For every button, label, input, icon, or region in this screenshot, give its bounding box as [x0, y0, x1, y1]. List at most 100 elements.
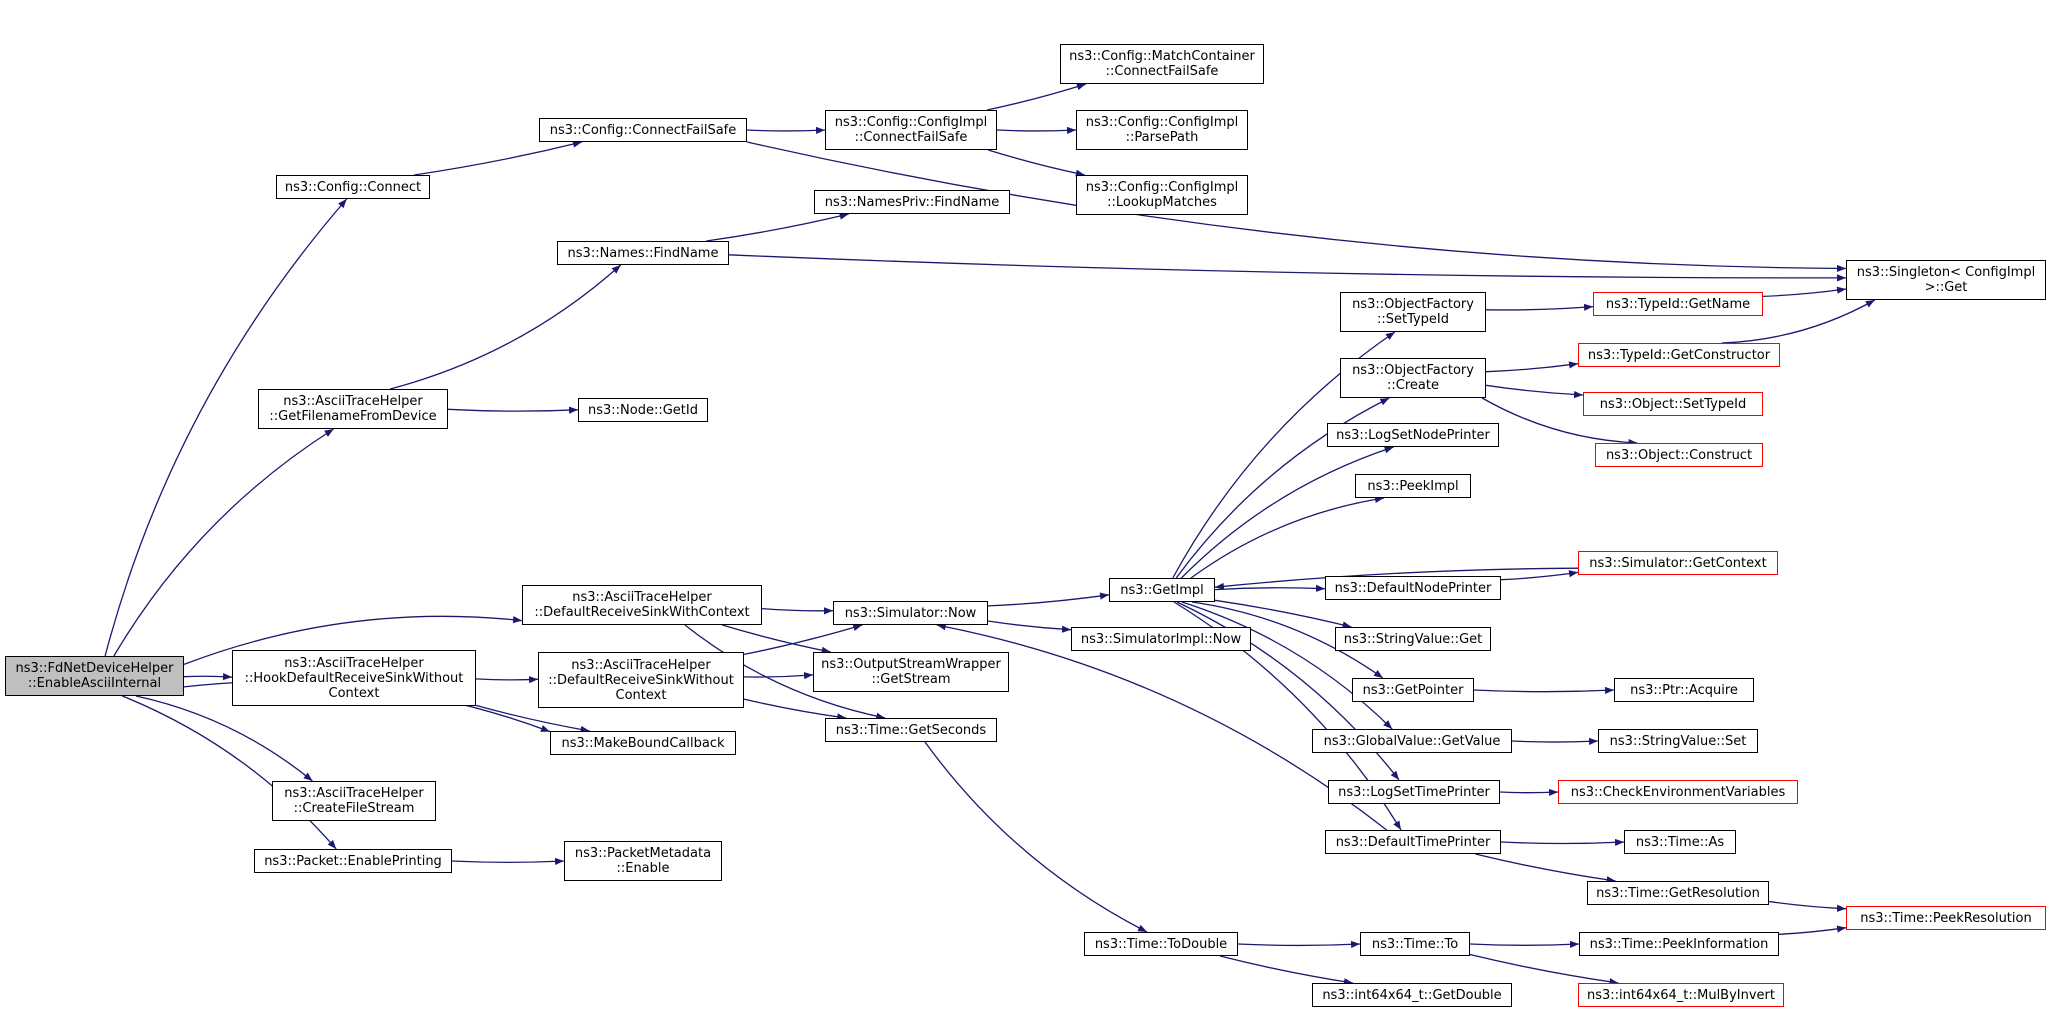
node-makeboundcallback[interactable]: ns3::MakeBoundCallback	[550, 731, 736, 755]
node-node-getid[interactable]: ns3::Node::GetId	[578, 398, 708, 422]
edge-typeid-getname-to-singleton-get	[1762, 286, 1847, 298]
edge-time-peekinformation-to-time-peekresolution	[1778, 925, 1847, 935]
node-label-line: ns3::TypeId::GetConstructor	[1587, 347, 1771, 363]
node-ascii-hookdefault[interactable]: ns3::AsciiTraceHelper::HookDefaultReceiv…	[232, 650, 476, 706]
node-time-peekresolution[interactable]: ns3::Time::PeekResolution	[1846, 906, 2046, 930]
node-checkenvironmentvariables[interactable]: ns3::CheckEnvironmentVariables	[1558, 780, 1798, 804]
node-configimpl-connectfailsafe[interactable]: ns3::Config::ConfigImpl::ConnectFailSafe	[825, 110, 997, 150]
edge-configimpl-connectfailsafe-to-configimpl-lookupmatches	[988, 149, 1085, 177]
node-label-line: ns3::Config::ConnectFailSafe	[549, 122, 737, 138]
node-int64-getdouble[interactable]: ns3::int64x64_t::GetDouble	[1312, 983, 1512, 1007]
node-label-line: ns3::LogSetNodePrinter	[1336, 427, 1490, 443]
node-objectfactory-create[interactable]: ns3::ObjectFactory::Create	[1340, 358, 1486, 398]
node-simulator-now[interactable]: ns3::Simulator::Now	[833, 601, 988, 625]
node-ptr-acquire[interactable]: ns3::Ptr::Acquire	[1614, 678, 1754, 702]
edge-defaulttimeprinter-to-time-getresolution	[1475, 853, 1616, 884]
edge-root-to-config-connect	[104, 198, 348, 657]
node-label-line: ns3::AsciiTraceHelper	[284, 786, 424, 801]
node-label-line: ns3::Time::GetResolution	[1596, 885, 1760, 901]
node-label-line: ::LookupMatches	[1107, 195, 1217, 210]
node-label-line: ns3::Config::ConfigImpl	[1085, 180, 1239, 195]
node-label-line: ns3::Singleton< ConfigImpl	[1856, 265, 2036, 280]
node-time-getresolution[interactable]: ns3::Time::GetResolution	[1587, 881, 1769, 905]
edge-getpointer-to-ptr-acquire	[1473, 686, 1615, 695]
node-defaulttimeprinter[interactable]: ns3::DefaultTimePrinter	[1325, 830, 1501, 854]
node-stringvalue-set[interactable]: ns3::StringValue::Set	[1598, 729, 1758, 753]
node-label-line: ns3::DefaultTimePrinter	[1335, 834, 1491, 850]
node-label-line: ns3::StringValue::Set	[1609, 733, 1747, 749]
edge-ascii-hookdefault-to-ascii-defaultreceivesinkwithout	[475, 676, 539, 684]
node-matchcontainer-connectfailsafe[interactable]: ns3::Config::MatchContainer::ConnectFail…	[1060, 44, 1264, 84]
edge-ascii-defaultreceivesinkwithcontext-to-simulator-now	[761, 607, 834, 615]
node-config-connectfailsafe[interactable]: ns3::Config::ConnectFailSafe	[539, 118, 747, 142]
edge-ascii-hookdefault-to-makeboundcallback	[475, 704, 590, 733]
edge-objectfactory-create-to-object-settypeid	[1485, 384, 1584, 399]
node-label-line: ns3::DefaultNodePrinter	[1334, 580, 1492, 596]
node-object-construct[interactable]: ns3::Object::Construct	[1595, 443, 1763, 467]
node-label-line: ::ConnectFailSafe	[854, 130, 968, 145]
node-config-connect[interactable]: ns3::Config::Connect	[276, 175, 430, 199]
edge-time-getresolution-to-time-peekresolution	[1768, 900, 1847, 912]
node-label-line: ns3::Object::Construct	[1605, 447, 1753, 463]
node-label-line: ns3::int64x64_t::MulByInvert	[1586, 987, 1775, 1003]
node-configimpl-lookupmatches[interactable]: ns3::Config::ConfigImpl::LookupMatches	[1076, 175, 1248, 215]
edge-config-connectfailsafe-to-configimpl-connectfailsafe	[746, 126, 826, 135]
edge-getimpl-to-peekimpl	[1190, 495, 1385, 579]
edge-getimpl-to-logsetnodeprinter	[1180, 446, 1394, 579]
edge-time-getseconds-to-time-todouble	[924, 741, 1148, 933]
node-label-line: ns3::FdNetDeviceHelper	[15, 661, 174, 676]
node-objectfactory-settypeid[interactable]: ns3::ObjectFactory::SetTypeId	[1340, 292, 1486, 332]
node-label-line: ns3::ObjectFactory	[1352, 363, 1474, 378]
node-stringvalue-get[interactable]: ns3::StringValue::Get	[1335, 627, 1491, 651]
node-time-peekinformation[interactable]: ns3::Time::PeekInformation	[1579, 932, 1779, 956]
node-getpointer[interactable]: ns3::GetPointer	[1352, 678, 1474, 702]
node-simulator-getcontext[interactable]: ns3::Simulator::GetContext	[1578, 551, 1778, 575]
node-globalvalue-getvalue[interactable]: ns3::GlobalValue::GetValue	[1312, 729, 1512, 753]
node-label-line: ns3::Config::Connect	[284, 179, 422, 195]
node-time-as[interactable]: ns3::Time::As	[1624, 830, 1736, 854]
node-object-settypeid[interactable]: ns3::Object::SetTypeId	[1583, 392, 1763, 416]
node-logsetnodeprinter[interactable]: ns3::LogSetNodePrinter	[1327, 423, 1499, 447]
node-label-line: ns3::Time::PeekResolution	[1860, 910, 2032, 926]
node-label-line: ns3::Time::GetSeconds	[835, 722, 987, 738]
node-int64-mulbyinvert[interactable]: ns3::int64x64_t::MulByInvert	[1578, 983, 1784, 1007]
edge-getimpl-to-defaultnodeprinter	[1214, 584, 1326, 592]
node-namespriv-findname[interactable]: ns3::NamesPriv::FindName	[814, 190, 1010, 214]
node-simulatorimpl-now[interactable]: ns3::SimulatorImpl::Now	[1071, 627, 1251, 651]
node-ascii-createfilestream[interactable]: ns3::AsciiTraceHelper::CreateFileStream	[272, 781, 436, 821]
edge-logsettimeprinter-to-checkenvironmentvariables	[1499, 788, 1559, 797]
node-typeid-getname[interactable]: ns3::TypeId::GetName	[1593, 292, 1763, 316]
node-ascii-defaultreceivesinkwithcontext[interactable]: ns3::AsciiTraceHelper::DefaultReceiveSin…	[522, 585, 762, 625]
node-logsettimeprinter[interactable]: ns3::LogSetTimePrinter	[1328, 780, 1500, 804]
node-typeid-getconstructor[interactable]: ns3::TypeId::GetConstructor	[1578, 343, 1780, 367]
edge-defaultnodeprinter-to-simulator-getcontext	[1500, 570, 1579, 581]
node-time-to[interactable]: ns3::Time::To	[1360, 932, 1470, 956]
node-label-line: ::HookDefaultReceiveSinkWithout	[244, 670, 464, 686]
node-packetmetadata-enable[interactable]: ns3::PacketMetadata::Enable	[564, 841, 722, 881]
node-configimpl-parsepath[interactable]: ns3::Config::ConfigImpl::ParsePath	[1076, 110, 1248, 150]
node-label-line: ::EnableAsciiInternal	[27, 676, 162, 691]
node-root: ns3::FdNetDeviceHelper::EnableAsciiInter…	[5, 656, 184, 696]
node-names-findname[interactable]: ns3::Names::FindName	[557, 241, 729, 265]
node-packet-enableprinting[interactable]: ns3::Packet::EnablePrinting	[254, 849, 452, 873]
node-label-line: ns3::Time::To	[1371, 936, 1459, 952]
edge-root-to-packet-enableprinting	[122, 695, 337, 850]
edge-ascii-getfilename-to-names-findname	[390, 264, 622, 390]
node-label-line: ::GetStream	[871, 672, 951, 687]
node-getimpl[interactable]: ns3::GetImpl	[1109, 578, 1215, 602]
node-defaultnodeprinter[interactable]: ns3::DefaultNodePrinter	[1325, 576, 1501, 600]
edge-names-findname-to-namespriv-findname	[706, 212, 849, 242]
edge-objectfactory-settypeid-to-typeid-getname	[1485, 303, 1594, 311]
node-time-todouble[interactable]: ns3::Time::ToDouble	[1084, 932, 1238, 956]
node-label-line: ::ParsePath	[1125, 130, 1199, 145]
node-label-line: ns3::PacketMetadata	[574, 846, 712, 861]
node-label-line: ns3::AsciiTraceHelper	[571, 657, 711, 673]
node-ascii-getfilename[interactable]: ns3::AsciiTraceHelper::GetFilenameFromDe…	[258, 389, 448, 429]
node-ascii-defaultreceivesinkwithout[interactable]: ns3::AsciiTraceHelper::DefaultReceiveSin…	[538, 652, 744, 708]
node-time-getseconds[interactable]: ns3::Time::GetSeconds	[825, 718, 997, 742]
node-peekimpl[interactable]: ns3::PeekImpl	[1355, 474, 1471, 498]
node-label-line: ns3::Ptr::Acquire	[1630, 682, 1738, 698]
node-outputstreamwrapper-getstream[interactable]: ns3::OutputStreamWrapper::GetStream	[813, 652, 1009, 692]
node-label-line: ns3::NamesPriv::FindName	[824, 194, 1000, 210]
node-singleton-get[interactable]: ns3::Singleton< ConfigImpl>::Get	[1846, 260, 2046, 300]
